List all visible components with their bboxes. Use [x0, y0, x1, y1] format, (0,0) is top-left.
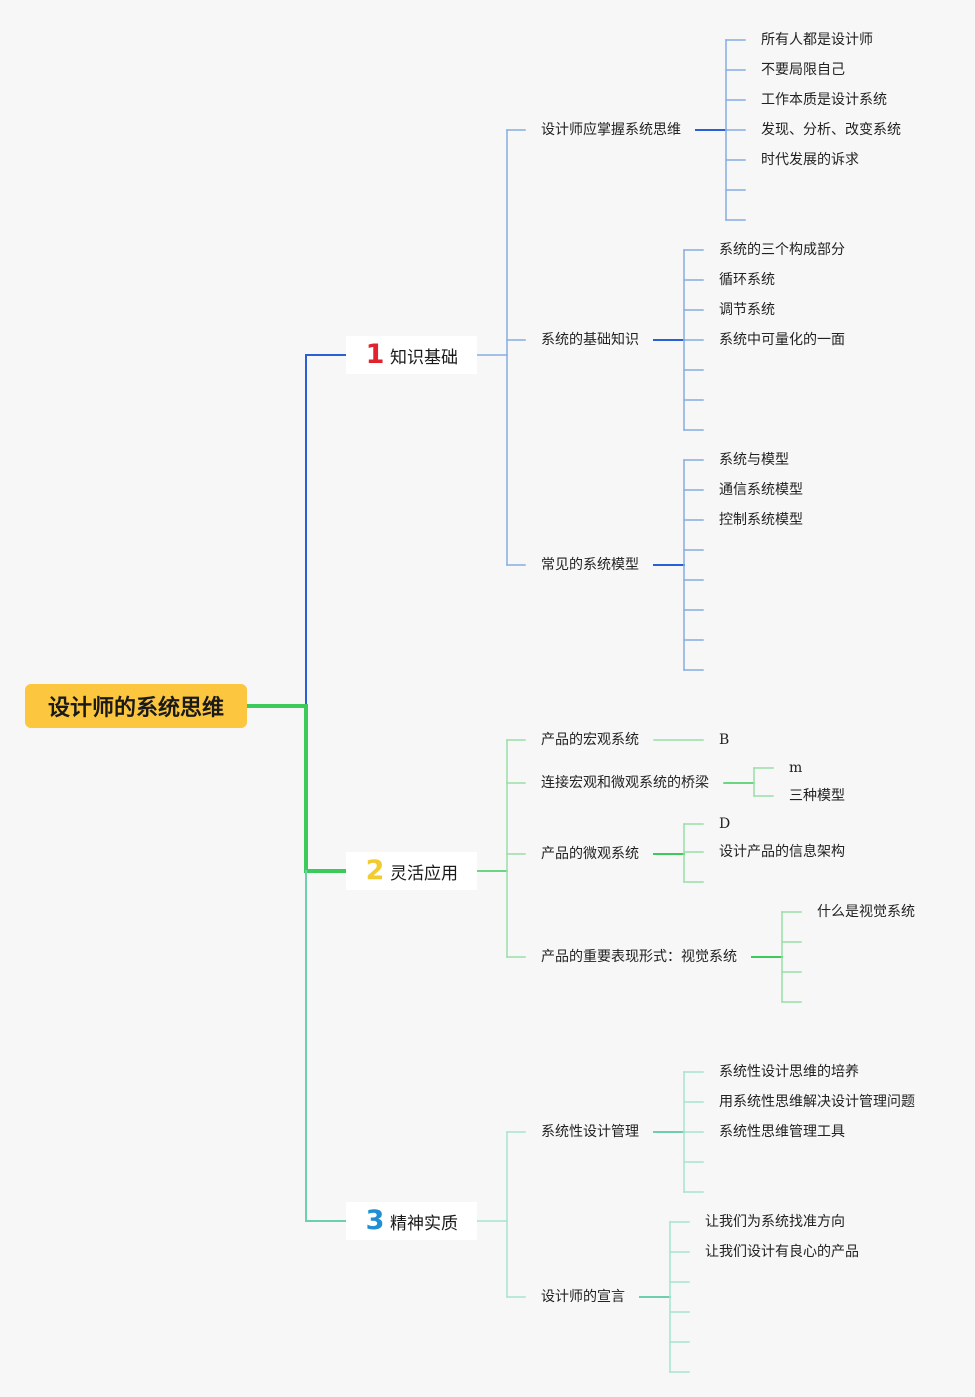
subtopic[interactable]: 产品的重要表现形式：视觉系统 — [541, 949, 737, 965]
leaf-topic[interactable]: 通信系统模型 — [719, 482, 803, 498]
subtopic[interactable]: 系统性设计管理 — [541, 1124, 639, 1140]
leaf-topic[interactable]: 系统中可量化的一面 — [719, 332, 845, 348]
leaf-topic[interactable]: 系统的三个构成部分 — [719, 242, 845, 258]
leaf-topic[interactable]: D — [719, 816, 731, 832]
branch-knowledge-basis[interactable]: 1 知识基础 — [346, 336, 477, 374]
leaf-topic[interactable]: 调节系统 — [719, 302, 775, 318]
leaf-topic[interactable]: 循环系统 — [719, 272, 775, 288]
subtopic[interactable]: 设计师的宣言 — [541, 1289, 625, 1305]
subtopic[interactable]: 设计师应掌握系统思维 — [541, 122, 681, 138]
subtopic[interactable]: 产品的宏观系统 — [541, 732, 639, 748]
leaf-topic[interactable]: B — [719, 732, 730, 748]
branch-number-2: 2 — [365, 855, 385, 886]
leaf-topic[interactable]: 时代发展的诉求 — [761, 152, 859, 168]
leaf-topic[interactable]: 控制系统模型 — [719, 512, 803, 528]
leaf-topic[interactable]: 工作本质是设计系统 — [761, 92, 887, 108]
branch-label: 精神实质 — [390, 1213, 458, 1234]
branch-number-3: 3 — [365, 1205, 385, 1236]
leaf-topic[interactable]: 三种模型 — [789, 788, 845, 804]
branch-number-1: 1 — [365, 339, 385, 370]
subtopic[interactable]: 连接宏观和微观系统的桥梁 — [541, 775, 709, 791]
leaf-topic[interactable]: 系统性思维管理工具 — [719, 1124, 845, 1140]
leaf-topic[interactable]: 系统性设计思维的培养 — [719, 1064, 859, 1080]
branch-label: 灵活应用 — [390, 863, 458, 884]
leaf-topic[interactable]: 用系统性思维解决设计管理问题 — [719, 1094, 915, 1110]
root-topic[interactable]: 设计师的系统思维 — [25, 684, 247, 728]
leaf-topic[interactable]: 所有人都是设计师 — [761, 32, 873, 48]
subtopic[interactable]: 产品的微观系统 — [541, 846, 639, 862]
leaf-topic[interactable]: 发现、分析、改变系统 — [761, 122, 901, 138]
leaf-topic[interactable]: 什么是视觉系统 — [817, 904, 915, 920]
subtopic[interactable]: 系统的基础知识 — [541, 332, 639, 348]
root-label: 设计师的系统思维 — [47, 696, 224, 721]
branch-flexible-application[interactable]: 2 灵活应用 — [346, 852, 477, 890]
leaf-topic[interactable]: 让我们设计有良心的产品 — [705, 1244, 859, 1260]
branch-label: 知识基础 — [390, 347, 458, 368]
leaf-topic[interactable]: 让我们为系统找准方向 — [705, 1214, 845, 1230]
leaf-topic[interactable]: 设计产品的信息架构 — [719, 844, 845, 860]
leaf-topic[interactable]: 不要局限自己 — [761, 62, 845, 78]
leaf-topic[interactable]: m — [789, 760, 803, 776]
branch-spiritual-essence[interactable]: 3 精神实质 — [346, 1202, 477, 1240]
leaf-topic[interactable]: 系统与模型 — [719, 452, 789, 468]
subtopic[interactable]: 常见的系统模型 — [541, 557, 639, 573]
